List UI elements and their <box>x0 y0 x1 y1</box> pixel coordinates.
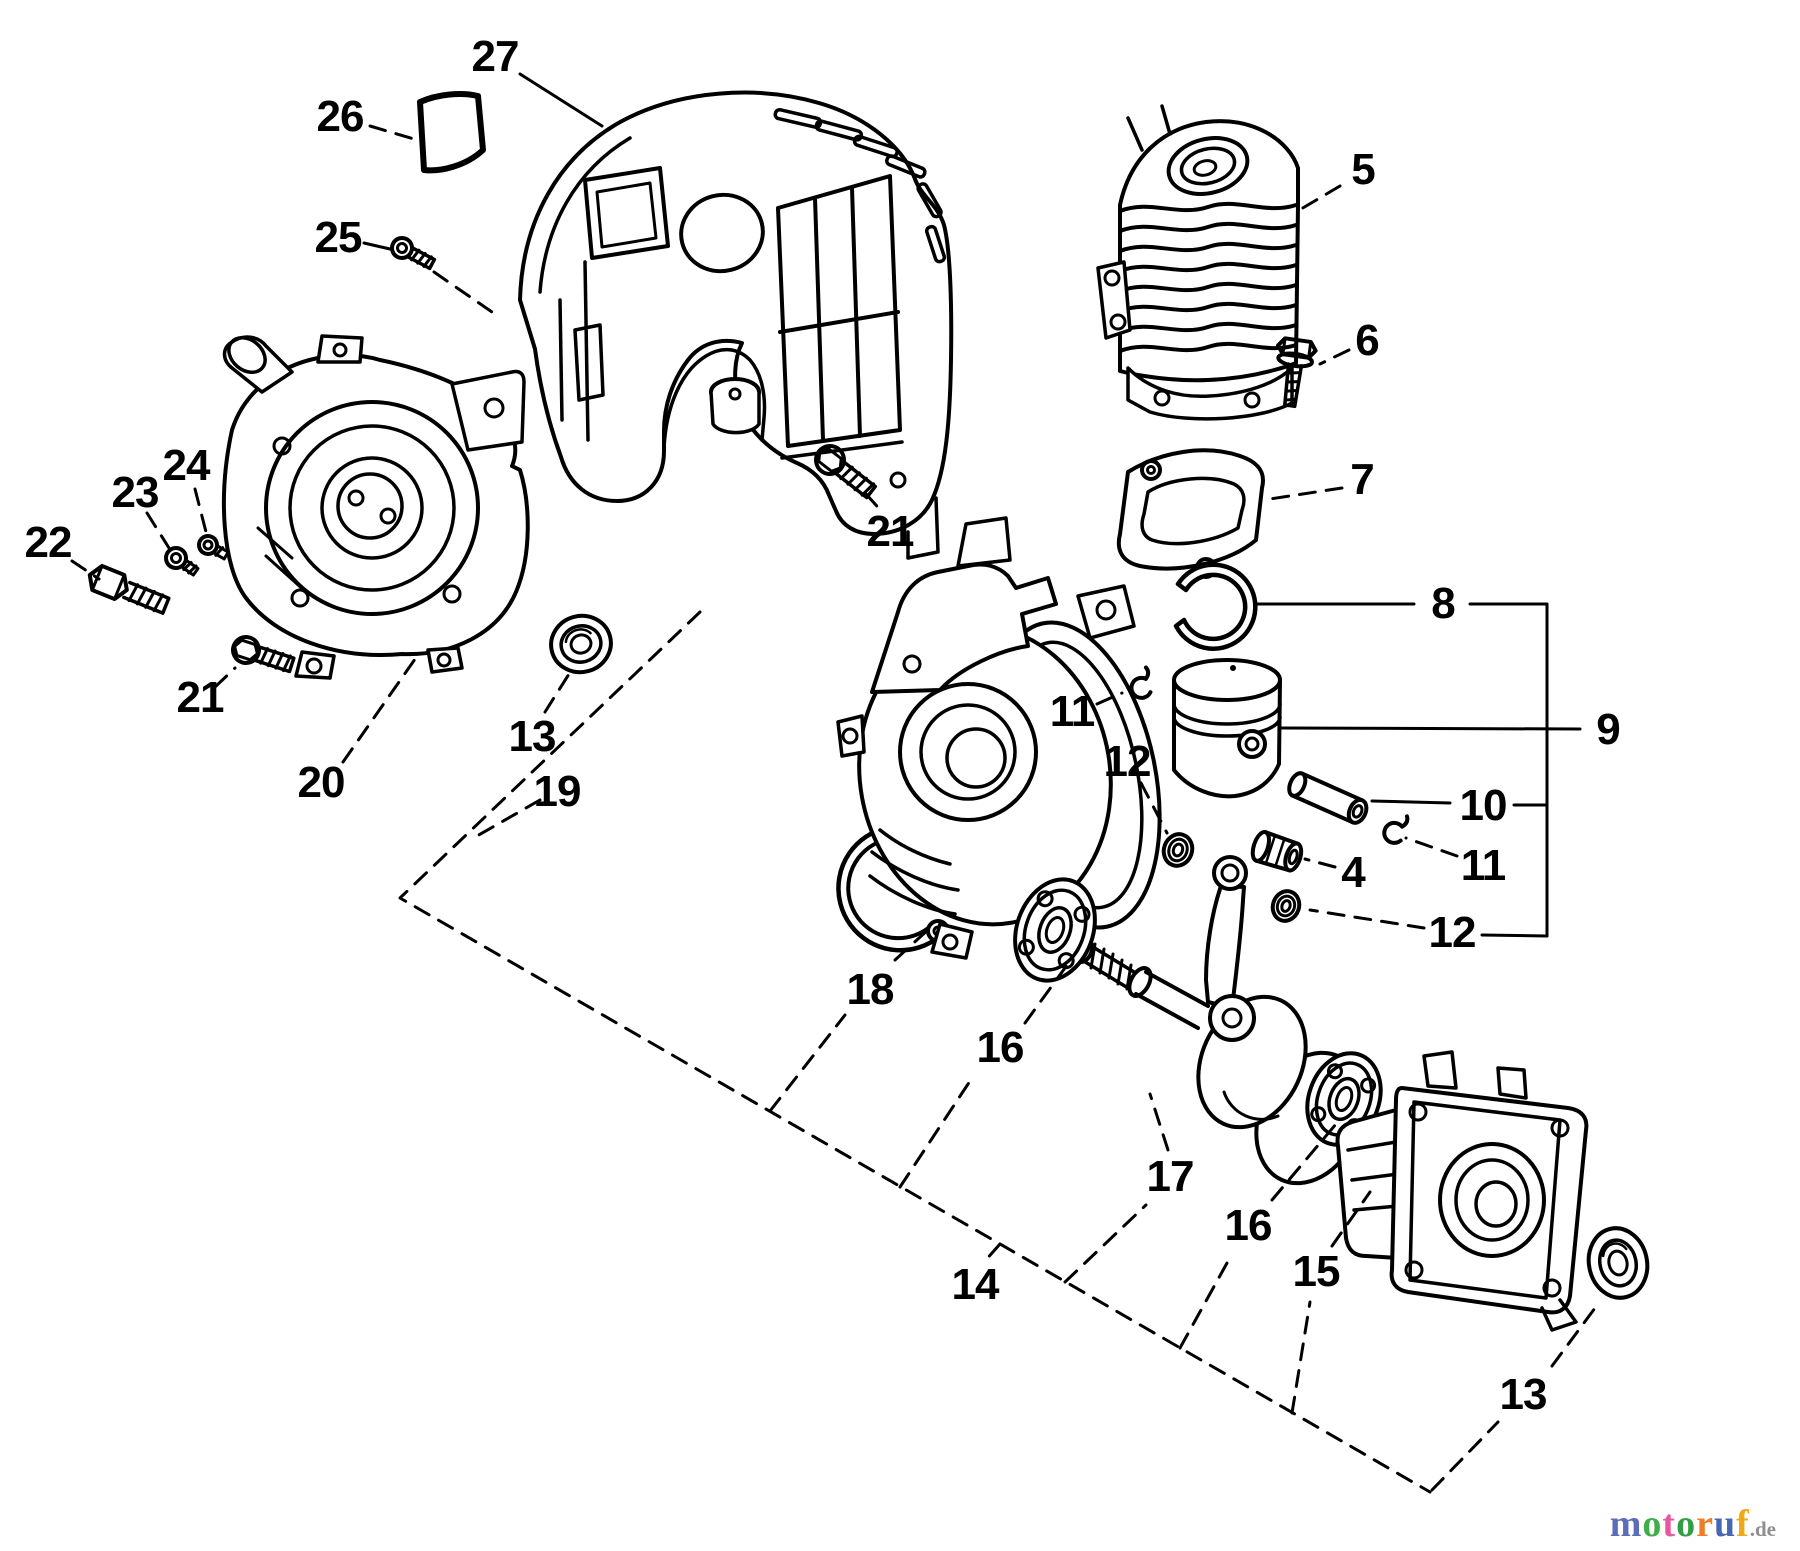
part-engine-cover <box>518 90 954 560</box>
callout-7: 7 <box>1350 455 1375 504</box>
callout-25: 25 <box>314 213 363 262</box>
callout-24: 24 <box>162 441 211 490</box>
callout-12-right: 12 <box>1428 908 1477 957</box>
part-fan-housing <box>221 334 530 680</box>
part-cylinder <box>1096 104 1300 421</box>
callout-17: 17 <box>1146 1152 1195 1201</box>
part-needle-bearing <box>1250 830 1304 873</box>
callout-20: 20 <box>297 758 346 807</box>
part-screw-24 <box>197 534 230 561</box>
callout-11-left: 11 <box>1049 687 1096 736</box>
part-crankcase-pto-side <box>1335 1050 1589 1332</box>
callout-10: 10 <box>1459 781 1508 830</box>
callout-27: 27 <box>471 32 520 81</box>
logo-letter: o <box>1676 1503 1697 1545</box>
callout-21-top: 21 <box>866 507 915 556</box>
callout-8: 8 <box>1431 579 1456 628</box>
callout-21-left: 21 <box>176 673 225 722</box>
callout-13-left: 13 <box>508 712 557 761</box>
part-bolt-21-top <box>814 444 878 500</box>
callout-11-right: 11 <box>1460 841 1507 890</box>
part-cylinder-gasket <box>1116 448 1265 579</box>
callout-15: 15 <box>1292 1247 1341 1296</box>
callout-12-left: 12 <box>1103 737 1152 786</box>
logo-letter: f <box>1736 1503 1750 1545</box>
callout-22: 22 <box>24 518 73 567</box>
part-main-bearing-right <box>1305 1051 1383 1147</box>
callout-16-right: 16 <box>1224 1201 1273 1250</box>
leader-lines-solid <box>362 72 1582 938</box>
logo-letter: o <box>1642 1503 1663 1545</box>
part-piston <box>1172 658 1282 799</box>
logo-letter: m <box>1609 1503 1643 1545</box>
callout-6: 6 <box>1355 316 1380 365</box>
part-piston-pin <box>1287 771 1369 825</box>
callout-9: 9 <box>1596 705 1621 754</box>
part-bolt-22 <box>87 563 171 615</box>
logo-letter: t <box>1662 1503 1677 1545</box>
part-crankcase-flywheel-side <box>836 516 1162 960</box>
callout-16-left: 16 <box>976 1023 1025 1072</box>
callout-19: 19 <box>533 767 582 816</box>
part-washer-right <box>1270 889 1302 923</box>
part-oil-seal-left <box>549 613 613 675</box>
part-oil-seal-bottom <box>1586 1226 1650 1300</box>
logo-letter: u <box>1713 1503 1737 1545</box>
logo-letter: r <box>1696 1503 1714 1545</box>
part-piston-ring <box>1173 562 1258 651</box>
part-screw-25 <box>390 236 437 271</box>
logo-suffix: .de <box>1749 1517 1776 1541</box>
callout-13-bottom: 13 <box>1499 1370 1548 1419</box>
callout-26: 26 <box>316 92 365 141</box>
part-screw-23 <box>164 546 200 577</box>
leader-lines-dashed <box>70 124 1600 1494</box>
part-bolt-21-left <box>231 635 296 674</box>
callout-14: 14 <box>951 1260 1000 1309</box>
part-pin-clip-right <box>1382 814 1410 845</box>
part-washer-left <box>1161 832 1195 868</box>
callout-18: 18 <box>846 965 895 1014</box>
part-bolt-6 <box>1276 336 1318 409</box>
part-cover-gasket <box>417 91 486 174</box>
callout-4: 4 <box>1341 848 1366 897</box>
motoruf-logo: motoruf.de <box>1610 1505 1776 1543</box>
callout-5: 5 <box>1351 145 1376 194</box>
callout-23: 23 <box>111 468 160 517</box>
